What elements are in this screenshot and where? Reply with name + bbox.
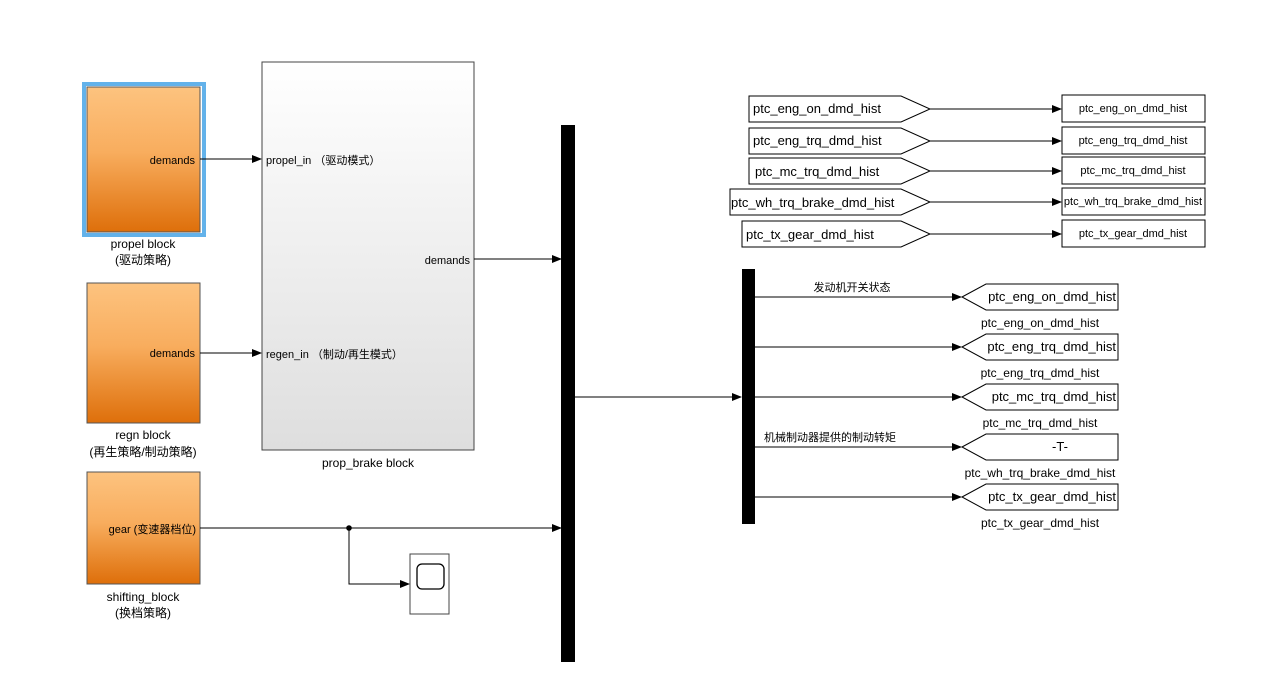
propel-caption-cn: (驱动策略) [115,252,171,267]
from-tag-label: ptc_mc_trq_dmd_hist [755,164,880,179]
to-workspace-label: ptc_wh_trq_brake_dmd_hist [1064,196,1202,208]
from-tag-rows: ptc_eng_on_dmd_hist ptc_eng_on_dmd_hist … [729,94,1206,248]
signal-label-engine-on: 发动机开关状态 [814,280,891,294]
to-workspace-label: ptc_eng_on_dmd_hist [1079,103,1187,115]
goto-tag[interactable] [960,483,1119,511]
to-workspace-block[interactable] [1061,126,1206,155]
signal-line-scope[interactable] [348,528,410,588]
signal-label-brake-torque: 机械制动器提供的制动转矩 [764,430,896,444]
goto-tag-row: 发动机开关状态 ptc_eng_on_dmd_hist ptc_eng_on_d… [755,280,1119,330]
from-tag-label: ptc_eng_on_dmd_hist [753,101,881,116]
branch-point [346,525,352,531]
from-tag[interactable] [741,220,932,248]
regn-caption-cn: (再生策略/制动策略) [89,444,196,459]
goto-tag-caption: ptc_wh_trq_brake_dmd_hist [965,466,1116,480]
to-workspace-label: ptc_mc_trq_dmd_hist [1080,165,1185,177]
goto-tag-label: ptc_eng_on_dmd_hist [988,289,1116,304]
prop-brake-caption: prop_brake block [322,456,415,470]
from-tag-row: ptc_eng_trq_dmd_hist ptc_eng_trq_dmd_his… [748,126,1206,155]
goto-tag-row: ptc_mc_trq_dmd_hist ptc_mc_trq_dmd_hist [755,383,1119,430]
shifting-port-label: gear (变速器档位) [109,522,196,536]
shifting-block[interactable]: gear (变速器档位) shifting_block (换档策略) [86,471,201,620]
demux-bus-bar[interactable] [742,269,755,524]
to-workspace-block[interactable] [1061,187,1206,216]
prop-brake-block-body[interactable] [261,61,475,451]
to-workspace-label: ptc_eng_trq_dmd_hist [1079,135,1188,147]
from-tag-row: ptc_tx_gear_dmd_hist ptc_tx_gear_dmd_his… [741,219,1206,248]
from-tag-label: ptc_eng_trq_dmd_hist [753,133,882,148]
shifting-caption-cn: (换档策略) [115,605,171,620]
left-signal-lines [200,155,562,588]
mux-bus-bar[interactable] [561,125,575,662]
goto-tag-label: -T- [1052,439,1068,454]
to-workspace-label: ptc_tx_gear_dmd_hist [1079,228,1187,240]
to-workspace-block[interactable] [1061,94,1206,123]
propel-caption: propel block [111,237,177,251]
goto-tag-caption: ptc_mc_trq_dmd_hist [983,416,1098,430]
prop-brake-out-label: demands [425,255,471,267]
scope-icon [416,563,445,590]
to-workspace-block[interactable] [1061,219,1206,248]
prop-brake-in2-label: regen_in （制动/再生模式） [266,347,403,361]
from-tag-label: ptc_wh_trq_brake_dmd_hist [731,195,895,210]
from-tag[interactable] [748,157,932,185]
propel-block[interactable]: demands propel block (驱动策略) [82,82,206,267]
goto-tag-caption: ptc_eng_trq_dmd_hist [981,366,1100,380]
goto-tag[interactable] [960,283,1119,311]
goto-tag-caption: ptc_tx_gear_dmd_hist [981,516,1100,530]
regn-caption: regn block [115,428,171,442]
scope-block[interactable] [409,553,450,615]
regn-block[interactable]: demands regn block (再生策略/制动策略) [86,282,201,459]
goto-tag[interactable] [960,333,1119,361]
propel-port-label: demands [150,155,196,167]
from-tag-row: ptc_eng_on_dmd_hist ptc_eng_on_dmd_hist [748,94,1206,123]
from-tag-row: ptc_wh_trq_brake_dmd_hist ptc_wh_trq_bra… [729,187,1206,216]
regn-port-label: demands [150,348,196,360]
from-tag[interactable] [729,188,932,216]
prop-brake-block[interactable]: propel_in （驱动模式） regen_in （制动/再生模式） dema… [261,61,475,470]
from-tag[interactable] [748,95,932,123]
propel-block-body[interactable] [86,86,201,233]
goto-tag-row: 机械制动器提供的制动转矩 -T- ptc_wh_trq_brake_dmd_hi… [755,430,1119,480]
from-tag-row: ptc_mc_trq_dmd_hist ptc_mc_trq_dmd_hist [748,156,1206,185]
goto-tag-label: ptc_eng_trq_dmd_hist [987,339,1116,354]
goto-tag[interactable] [960,383,1119,411]
from-tag[interactable] [748,127,932,155]
goto-tag-caption: ptc_eng_on_dmd_hist [981,316,1100,330]
from-tag-label: ptc_tx_gear_dmd_hist [746,227,874,242]
prop-brake-in1-label: propel_in （驱动模式） [266,154,380,167]
shifting-caption: shifting_block [107,590,181,604]
regn-block-body[interactable] [86,282,201,424]
goto-tag-row: ptc_tx_gear_dmd_hist ptc_tx_gear_dmd_his… [755,483,1119,530]
goto-tag[interactable] [960,433,1119,461]
goto-tag-row: ptc_eng_trq_dmd_hist ptc_eng_trq_dmd_his… [755,333,1119,380]
goto-tag-label: ptc_tx_gear_dmd_hist [988,489,1116,504]
goto-tag-rows: 发动机开关状态 ptc_eng_on_dmd_hist ptc_eng_on_d… [755,280,1119,530]
goto-tag-label: ptc_mc_trq_dmd_hist [992,389,1117,404]
to-workspace-block[interactable] [1061,156,1206,185]
